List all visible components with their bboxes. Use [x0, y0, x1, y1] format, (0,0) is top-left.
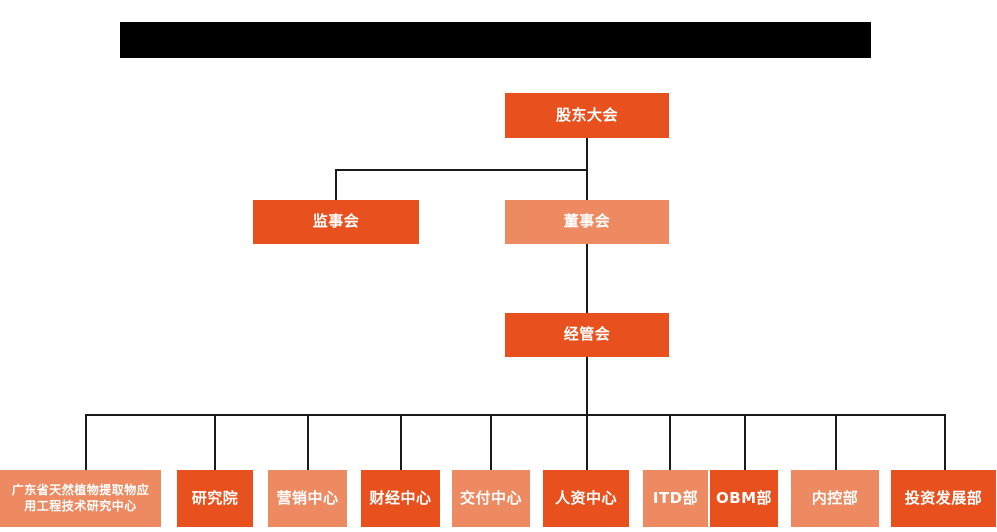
node-label: 经管会	[563, 325, 611, 344]
node-department-marketing-center[interactable]: 营销中心	[268, 470, 347, 527]
node-label: 股东大会	[555, 105, 618, 124]
node-department-itd[interactable]: ITD部	[643, 470, 708, 527]
redacted-title-bar	[120, 22, 871, 58]
connector-drop-dept-5	[490, 414, 492, 470]
connector-management-to-bus	[586, 356, 588, 416]
node-label-line1: 广东省天然植物提取物应	[11, 483, 150, 498]
node-department-finance-center[interactable]: 财经中心	[361, 470, 440, 527]
node-label: 财经中心	[369, 488, 432, 507]
node-label: 监事会	[312, 212, 360, 231]
connector-drop-dept-3	[307, 414, 309, 470]
node-department-research-center[interactable]: 广东省天然植物提取物应用工程技术研究中心	[0, 470, 161, 527]
node-label-line2: 用工程技术研究中心	[24, 498, 137, 513]
connector-drop-dept-10	[944, 414, 946, 470]
node-label: OBM部	[715, 488, 773, 507]
node-label: 董事会	[563, 212, 611, 231]
node-label: 交付中心	[459, 488, 522, 507]
node-department-research-institute[interactable]: 研究院	[177, 470, 253, 527]
node-label: 研究院	[191, 488, 239, 507]
node-department-investment-development[interactable]: 投资发展部	[891, 470, 996, 527]
connector-drop-dept-6	[586, 414, 588, 470]
connector-drop-dept-4	[400, 414, 402, 470]
node-department-internal-control[interactable]: 内控部	[791, 470, 879, 527]
connector-drop-supervisors	[335, 169, 337, 201]
node-management-committee[interactable]: 经管会	[505, 313, 669, 357]
node-label: 广东省天然植物提取物应用工程技术研究中心	[3, 483, 158, 514]
node-label: 营销中心	[276, 488, 339, 507]
connector-drop-dept-2	[214, 414, 216, 470]
node-shareholders-meeting[interactable]: 股东大会	[505, 93, 669, 138]
connector-drop-dept-7	[669, 414, 671, 470]
node-label: ITD部	[652, 488, 699, 507]
connector-drop-dept-8	[744, 414, 746, 470]
connector-drop-dept-1	[85, 414, 87, 470]
node-department-obm[interactable]: OBM部	[710, 470, 778, 527]
node-label: 人资中心	[554, 488, 617, 507]
node-label: 投资发展部	[904, 488, 983, 507]
connector-drop-dept-9	[835, 414, 837, 470]
node-label: 内控部	[811, 488, 859, 507]
node-board-of-directors[interactable]: 董事会	[505, 200, 669, 244]
node-board-of-supervisors[interactable]: 监事会	[253, 200, 419, 244]
node-department-delivery-center[interactable]: 交付中心	[452, 470, 530, 527]
connector-branch-to-supervisors	[335, 169, 588, 171]
node-department-hr-center[interactable]: 人资中心	[543, 470, 629, 527]
connector-directors-to-management	[586, 243, 588, 314]
connector-department-bus	[85, 414, 946, 416]
